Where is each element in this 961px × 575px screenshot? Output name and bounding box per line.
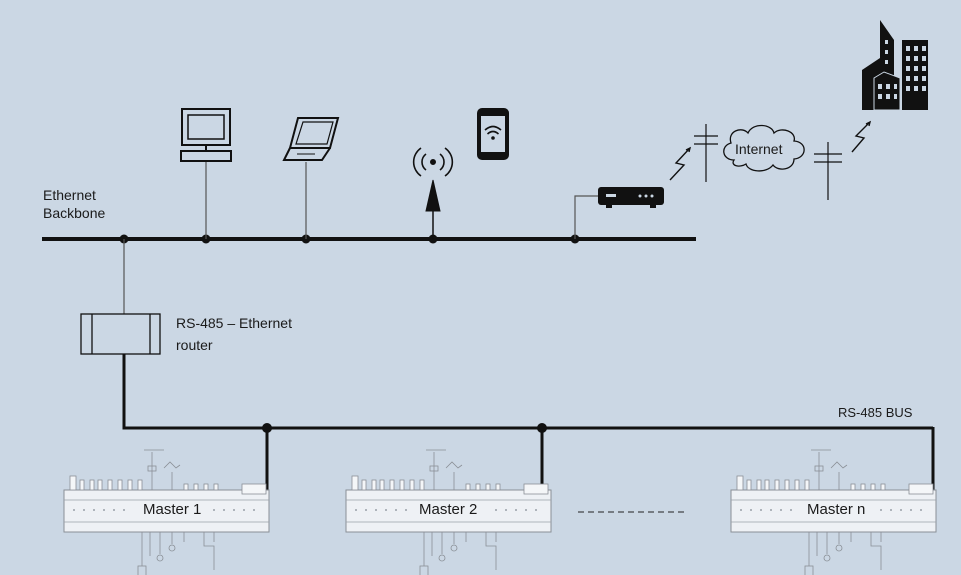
router-label-line2: router: [176, 337, 213, 353]
master-1-label: Master 1: [143, 501, 202, 518]
utility-pole-icon: [694, 124, 842, 200]
modem-icon: [598, 187, 664, 208]
desktop-computer-icon: [180, 108, 232, 162]
laptop-icon: [282, 117, 340, 161]
bus-junctions: [262, 423, 547, 433]
internet-label: Internet: [735, 141, 783, 157]
office-building-icon: [862, 20, 928, 111]
master-n-label: Master n: [807, 501, 866, 518]
smartphone-icon: [477, 108, 509, 160]
backbone-label-line2: Backbone: [43, 205, 106, 221]
rs485-bus-line: [122, 354, 935, 490]
router-box-icon: [80, 313, 161, 355]
wireless-antenna-icon: [412, 147, 454, 239]
router-label-line1: RS-485 – Ethernet: [176, 315, 292, 331]
backbone-label-line1: Ethernet: [43, 187, 96, 203]
bus-label: RS-485 BUS: [838, 405, 913, 420]
master-2-label: Master 2: [419, 501, 478, 518]
lightning-link-icon: [669, 120, 872, 181]
cloud-icon: [723, 124, 805, 172]
